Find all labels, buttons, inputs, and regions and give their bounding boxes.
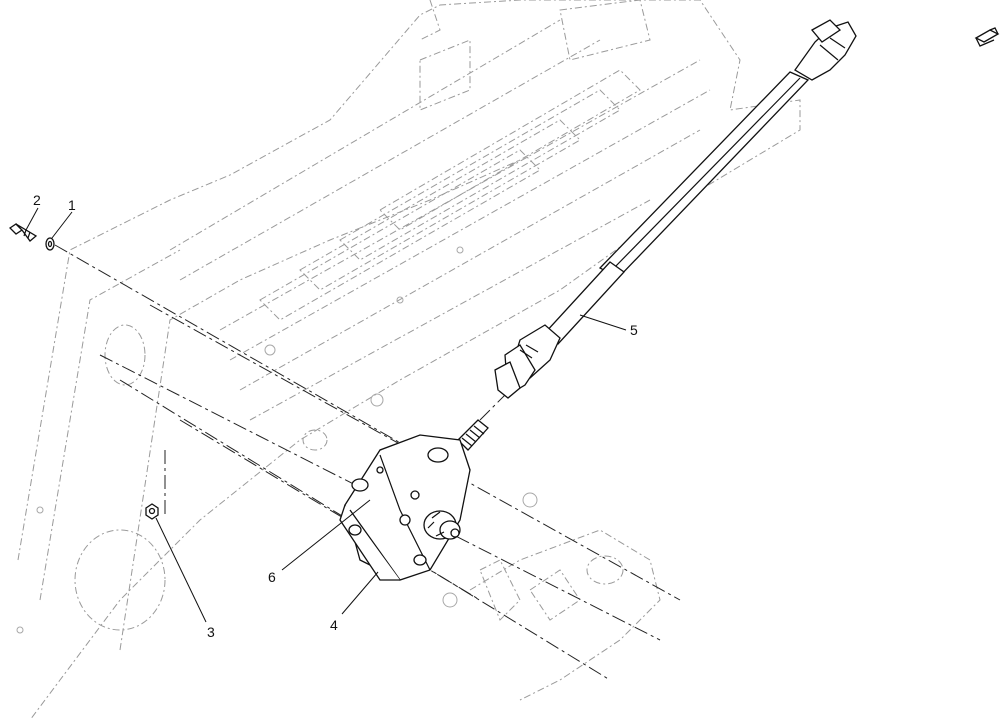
frame-phantom <box>16 0 801 721</box>
callout-labels: 2 1 3 4 5 6 <box>33 192 638 640</box>
leader-2 <box>25 207 39 231</box>
callout-6: 6 <box>268 569 276 585</box>
part-steering-valve <box>339 419 489 581</box>
callout-3: 3 <box>207 624 215 640</box>
part-nut <box>145 503 159 520</box>
part-bolt <box>8 223 38 242</box>
leader-5 <box>579 314 627 331</box>
part-steering-shaft <box>494 19 857 399</box>
leader-3 <box>155 517 207 623</box>
callout-5: 5 <box>630 322 638 338</box>
leader-4 <box>341 571 379 615</box>
leader-6 <box>281 499 371 571</box>
callout-1: 1 <box>68 197 76 213</box>
part-washer <box>45 237 55 251</box>
leader-1 <box>51 211 73 239</box>
leader-lines <box>25 207 627 623</box>
callout-2: 2 <box>33 192 41 208</box>
return-arrow-icon[interactable] <box>974 27 1000 47</box>
callout-4: 4 <box>330 617 338 633</box>
